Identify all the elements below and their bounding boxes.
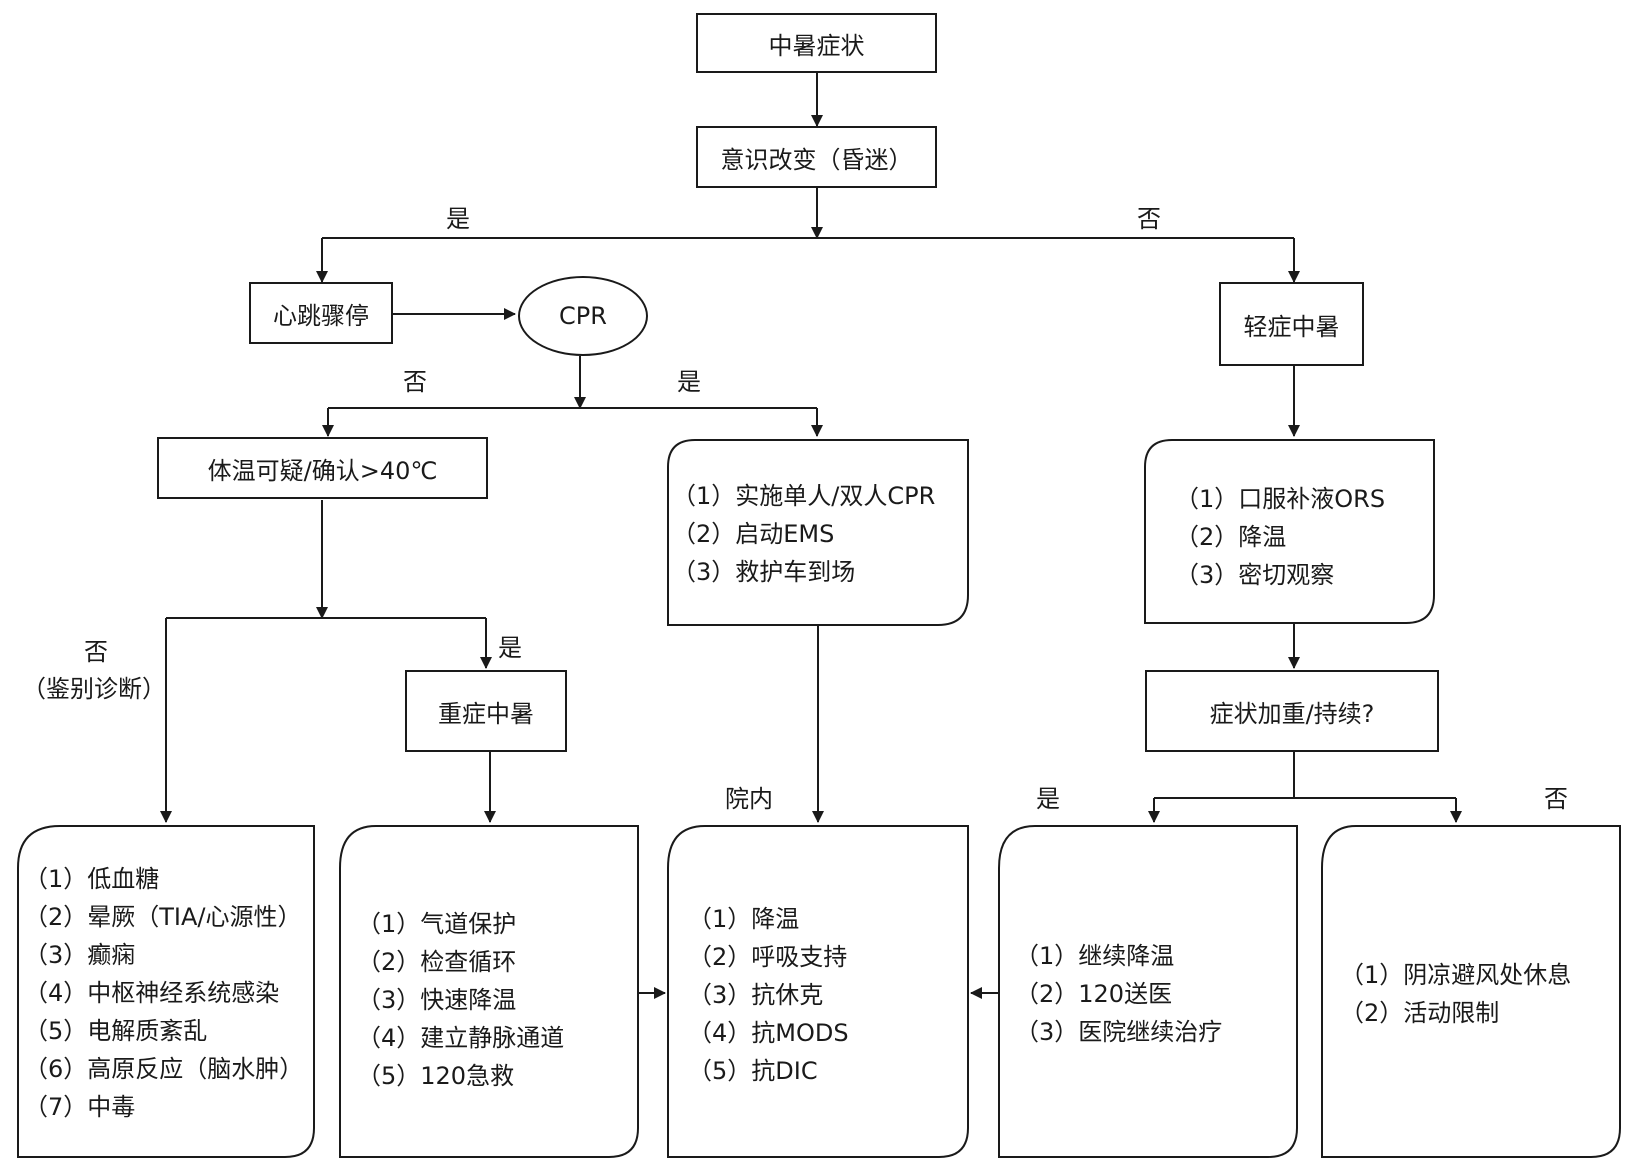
list-item: （1）实施单人/双人CPR (672, 482, 936, 510)
list-item: （2）120送医 (1015, 980, 1173, 1008)
cpr-node: CPR (518, 276, 648, 356)
consciousness-change-label: 意识改变（昏迷） (720, 145, 913, 174)
list-item: （4）建立静脉通道 (357, 1024, 565, 1052)
list-item: （3）医院继续治疗 (1015, 1018, 1223, 1046)
yes-label: 是 (446, 205, 470, 233)
list-item: （2）呼吸支持 (688, 943, 848, 971)
differential-box (17, 825, 315, 1158)
heatstroke-symptoms-node: 中暑症状 (696, 13, 937, 73)
list-item: （4）中枢神经系统感染 (24, 979, 280, 1007)
hospital-actions-list: （1）降温 （2）呼吸支持 （3）抗休克 （4）抗MODS （5）抗DIC (688, 900, 849, 1090)
list-item: （3）密切观察 (1175, 561, 1335, 589)
list-item: （3）抗休克 (688, 981, 824, 1009)
list-item: （3）快速降温 (357, 986, 517, 1014)
temperature-check-label: 体温可疑/确认>40℃ (207, 456, 438, 485)
list-item: （6）高原反应（脑水肿） (24, 1055, 304, 1083)
list-item: （3）救护车到场 (672, 558, 856, 586)
heatstroke-symptoms-label: 中暑症状 (768, 31, 865, 60)
consciousness-change-node: 意识改变（昏迷） (696, 126, 937, 188)
mild-heatstroke-label: 轻症中暑 (1243, 312, 1340, 341)
mild-actions-box (1144, 439, 1435, 624)
cardiac-arrest-label: 心跳骤停 (273, 301, 369, 330)
list-item: （2）降温 (1175, 523, 1287, 551)
mild-actions-list: （1）口服补液ORS （2）降温 （3）密切观察 (1175, 480, 1385, 594)
list-item: （1）阴凉避风处休息 (1340, 961, 1572, 989)
list-item: （1）降温 (688, 905, 800, 933)
symptoms-worsen-label: 症状加重/持续? (1209, 699, 1375, 728)
list-item: （1）继续降温 (1015, 942, 1175, 970)
list-item: （2）晕厥（TIA/心源性） (24, 903, 302, 931)
worsen-yes-list: （1）继续降温 （2）120送医 （3）医院继续治疗 (1015, 937, 1222, 1051)
in-hospital-label: 院内 (725, 785, 773, 813)
cpr-label: CPR (559, 302, 607, 330)
severe-heatstroke-label: 重症中暑 (438, 699, 534, 728)
list-item: （1）低血糖 (24, 865, 160, 893)
differential-diagnosis-label: （鉴别诊断） (22, 675, 166, 703)
list-item: （2）活动限制 (1340, 999, 1500, 1027)
list-item: （3）癫痫 (24, 941, 136, 969)
list-item: （4）抗MODS (688, 1019, 849, 1047)
cpr-yes-label: 是 (677, 368, 701, 396)
worsen-yes-box (998, 825, 1298, 1158)
severe-actions-box (339, 825, 639, 1158)
list-item: （5）120急救 (357, 1062, 515, 1090)
worsen-no-list: （1）阴凉避风处休息 （2）活动限制 (1340, 956, 1571, 1032)
cpr-actions-box (667, 439, 969, 626)
list-item: （7）中毒 (24, 1093, 136, 1121)
hospital-actions-box (667, 825, 969, 1158)
cardiac-arrest-node: 心跳骤停 (249, 282, 393, 344)
worsen-no-label: 否 (1544, 785, 1568, 813)
list-item: （1）气道保护 (357, 910, 517, 938)
list-item: （1）口服补液ORS (1175, 485, 1386, 513)
cpr-actions-list: （1）实施单人/双人CPR （2）启动EMS （3）救护车到场 (672, 477, 935, 591)
symptoms-worsen-node: 症状加重/持续? (1145, 670, 1439, 752)
temperature-yes-label: 是 (498, 634, 522, 662)
temperature-check-node: 体温可疑/确认>40℃ (157, 437, 488, 499)
severe-actions-list: （1）气道保护 （2）检查循环 （3）快速降温 （4）建立静脉通道 （5）120… (357, 905, 564, 1095)
cpr-no-label: 否 (403, 368, 427, 396)
differential-list: （1）低血糖 （2）晕厥（TIA/心源性） （3）癫痫 （4）中枢神经系统感染 … (24, 860, 303, 1126)
severe-heatstroke-node: 重症中暑 (405, 670, 567, 752)
list-item: （2）启动EMS (672, 520, 835, 548)
list-item: （5）电解质紊乱 (24, 1017, 208, 1045)
mild-heatstroke-node: 轻症中暑 (1219, 282, 1364, 366)
worsen-yes-label: 是 (1036, 785, 1060, 813)
no-label: 否 (1137, 205, 1161, 233)
temperature-no-label: 否 (84, 638, 108, 666)
worsen-no-box (1321, 825, 1621, 1158)
list-item: （2）检查循环 (357, 948, 517, 976)
list-item: （5）抗DIC (688, 1057, 818, 1085)
